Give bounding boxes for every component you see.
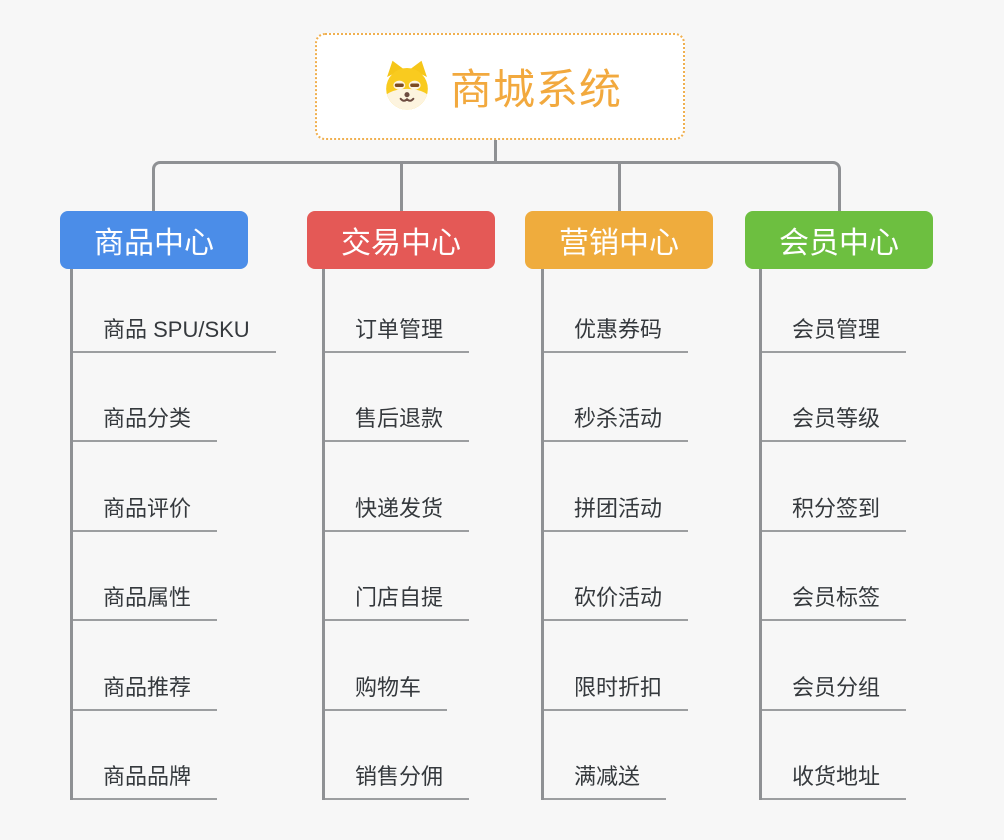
connector-root-trunk: [494, 139, 497, 164]
dog-face-icon: [386, 60, 428, 110]
branch-header-products[interactable]: 商品中心: [60, 211, 248, 269]
leaf-node[interactable]: 售后退款: [325, 406, 470, 442]
leaf-node[interactable]: 会员管理: [762, 317, 907, 353]
leaf-node[interactable]: 门店自提: [325, 585, 470, 621]
leaf-node[interactable]: 销售分佣: [325, 764, 470, 800]
leaf-node[interactable]: 商品属性: [73, 585, 218, 621]
leaf-node[interactable]: 满减送: [544, 764, 667, 800]
branch-header-members[interactable]: 会员中心: [745, 211, 933, 269]
connector-drop-trade: [400, 163, 403, 211]
root-node[interactable]: 商城系统: [315, 33, 685, 140]
leaf-node[interactable]: 商品推荐: [73, 675, 218, 711]
leaf-node[interactable]: 优惠券码: [544, 317, 689, 353]
branch-column-marketing: 优惠券码 秒杀活动 拼团活动 砍价活动 限时折扣 满减送: [541, 269, 791, 800]
leaf-node[interactable]: 购物车: [325, 675, 448, 711]
leaf-node[interactable]: 快递发货: [325, 496, 470, 532]
branch-column-trade: 订单管理 售后退款 快递发货 门店自提 购物车 销售分佣: [322, 269, 572, 800]
leaf-node[interactable]: 砍价活动: [544, 585, 689, 621]
leaf-node[interactable]: 会员标签: [762, 585, 907, 621]
leaf-node[interactable]: 拼团活动: [544, 496, 689, 532]
leaf-node[interactable]: 积分签到: [762, 496, 907, 532]
leaf-node[interactable]: 订单管理: [325, 317, 470, 353]
leaf-node[interactable]: 会员等级: [762, 406, 907, 442]
branch-header-marketing[interactable]: 营销中心: [525, 211, 713, 269]
leaf-node[interactable]: 秒杀活动: [544, 406, 689, 442]
leaf-node[interactable]: 会员分组: [762, 675, 907, 711]
branch-column-members: 会员管理 会员等级 积分签到 会员标签 会员分组 收货地址: [759, 269, 1004, 800]
leaf-node[interactable]: 限时折扣: [544, 675, 689, 711]
leaf-node[interactable]: 收货地址: [762, 764, 907, 800]
connector-drop-marketing: [618, 163, 621, 211]
leaf-node[interactable]: 商品品牌: [73, 764, 218, 800]
branch-column-products: 商品 SPU/SKU 商品分类 商品评价 商品属性 商品推荐 商品品牌: [70, 269, 320, 800]
leaf-node[interactable]: 商品 SPU/SKU: [73, 317, 276, 353]
leaf-node[interactable]: 商品分类: [73, 406, 218, 442]
connector-rail: [152, 161, 841, 211]
leaf-node[interactable]: 商品评价: [73, 496, 218, 532]
branch-header-trade[interactable]: 交易中心: [307, 211, 495, 269]
root-title: 商城系统: [449, 66, 622, 113]
